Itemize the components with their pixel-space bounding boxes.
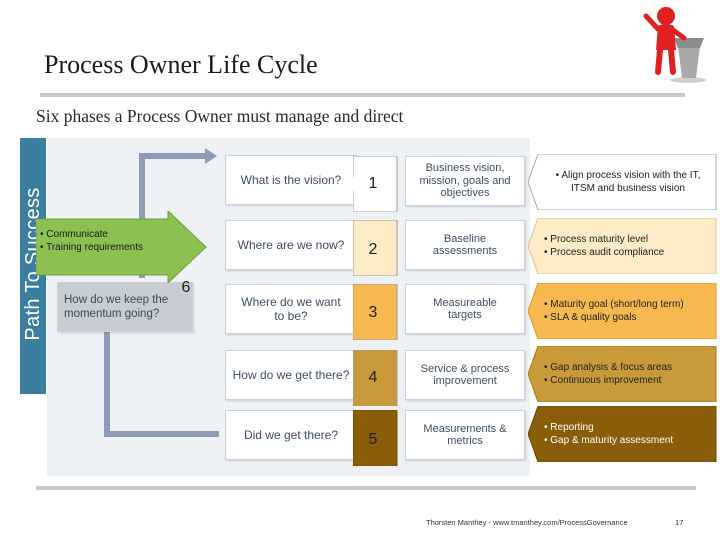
phase-question-box: Where do we want to be? bbox=[225, 284, 357, 334]
phase-note-item: • Align process vision with the IT, ITSM… bbox=[555, 170, 701, 194]
phase-activity-box: Business vision, mission, goals and obje… bbox=[405, 156, 525, 206]
phase-number: 4 bbox=[368, 369, 378, 386]
loop-question: How do we keep the momentum going? bbox=[64, 294, 169, 320]
phase-question: Did we get there? bbox=[243, 428, 339, 442]
phase-question-box: Did we get there? bbox=[225, 410, 357, 460]
phase-activity-box: Measureable targets bbox=[405, 284, 525, 334]
phase-notes: • Gap analysis & focus areas • Continuou… bbox=[534, 348, 716, 400]
loop-note-item: • Training requirements bbox=[40, 242, 144, 253]
phase-note-arrow bbox=[528, 283, 717, 339]
phase-question: Where do we want to be? bbox=[241, 295, 341, 323]
phase-activity: Measurements & metrics bbox=[423, 422, 507, 448]
phase-note-arrow bbox=[528, 346, 717, 402]
phase-note-item: • Gap analysis & focus areas bbox=[544, 362, 673, 373]
phase-number: 1 bbox=[368, 175, 378, 192]
phase-note-item: • Gap & maturity assessment bbox=[544, 435, 674, 446]
phase-question-box: What is the vision? bbox=[225, 155, 357, 205]
phase-activity-box: Service & process improvement bbox=[405, 350, 525, 400]
phase-arrow bbox=[353, 350, 398, 406]
page-subtitle: Six phases a Process Owner must manage a… bbox=[36, 106, 404, 126]
phase-note-arrow bbox=[528, 406, 717, 462]
loop-number: 6 bbox=[181, 279, 191, 296]
phase-arrow bbox=[353, 410, 398, 466]
phase-note-item: • SLA & quality goals bbox=[544, 312, 637, 323]
phase-arrow bbox=[353, 156, 398, 212]
phase-note-item: • Reporting bbox=[544, 422, 594, 433]
page-title: Process Owner Life Cycle bbox=[44, 50, 318, 79]
phase-number: 2 bbox=[368, 241, 378, 258]
phase-activity: Service & process improvement bbox=[420, 362, 510, 388]
phase-arrow bbox=[353, 220, 398, 276]
phase-note-item: • Process maturity level bbox=[544, 234, 649, 245]
phase-arrow bbox=[353, 284, 398, 340]
phase-question-box: Where are we now? bbox=[225, 220, 357, 270]
loop-question-box: How do we keep the momentum going? bbox=[57, 282, 193, 332]
phase-notes: • Align process vision with the IT, ITSM… bbox=[534, 156, 716, 208]
page-number: 17 bbox=[675, 518, 684, 527]
phase-activity: Measureable targets bbox=[433, 296, 497, 322]
phase-activity-box: Baseline assessments bbox=[405, 220, 525, 270]
loop-note-item: • Communicate bbox=[40, 229, 108, 240]
phase-notes: • Maturity goal (short/long term) • SLA … bbox=[534, 285, 716, 337]
phase-question: What is the vision? bbox=[240, 173, 342, 187]
phase-question-box: How do we get there? bbox=[225, 350, 357, 400]
phase-question: How do we get there? bbox=[232, 368, 350, 382]
phase-number: 5 bbox=[368, 431, 378, 448]
footer-credit: Thorsten Manthey - www.tmanthey.com/Proc… bbox=[426, 518, 628, 527]
phase-activity: Business vision, mission, goals and obje… bbox=[419, 162, 511, 200]
loop-notes: • Communicate • Training requirements bbox=[34, 224, 164, 258]
phase-activity: Baseline assessments bbox=[432, 232, 498, 258]
loop-arrow bbox=[36, 211, 207, 283]
phase-note-arrow bbox=[528, 218, 717, 274]
phase-notes: • Process maturity level • Process audit… bbox=[534, 220, 716, 272]
phase-note-item: • Process audit compliance bbox=[544, 247, 665, 258]
phase-question: Where are we now? bbox=[237, 238, 345, 252]
phase-activity-box: Measurements & metrics bbox=[405, 410, 525, 460]
title-rule bbox=[40, 93, 685, 97]
phase-note-arrow bbox=[528, 154, 717, 210]
phase-number: 3 bbox=[368, 304, 378, 321]
phase-note-item: • Maturity goal (short/long term) bbox=[544, 299, 684, 310]
footer-rule bbox=[36, 486, 696, 490]
phase-note-item: • Continuous improvement bbox=[544, 375, 662, 386]
presenter-icon bbox=[643, 7, 706, 83]
phase-notes: • Reporting • Gap & maturity assessment bbox=[534, 408, 716, 460]
